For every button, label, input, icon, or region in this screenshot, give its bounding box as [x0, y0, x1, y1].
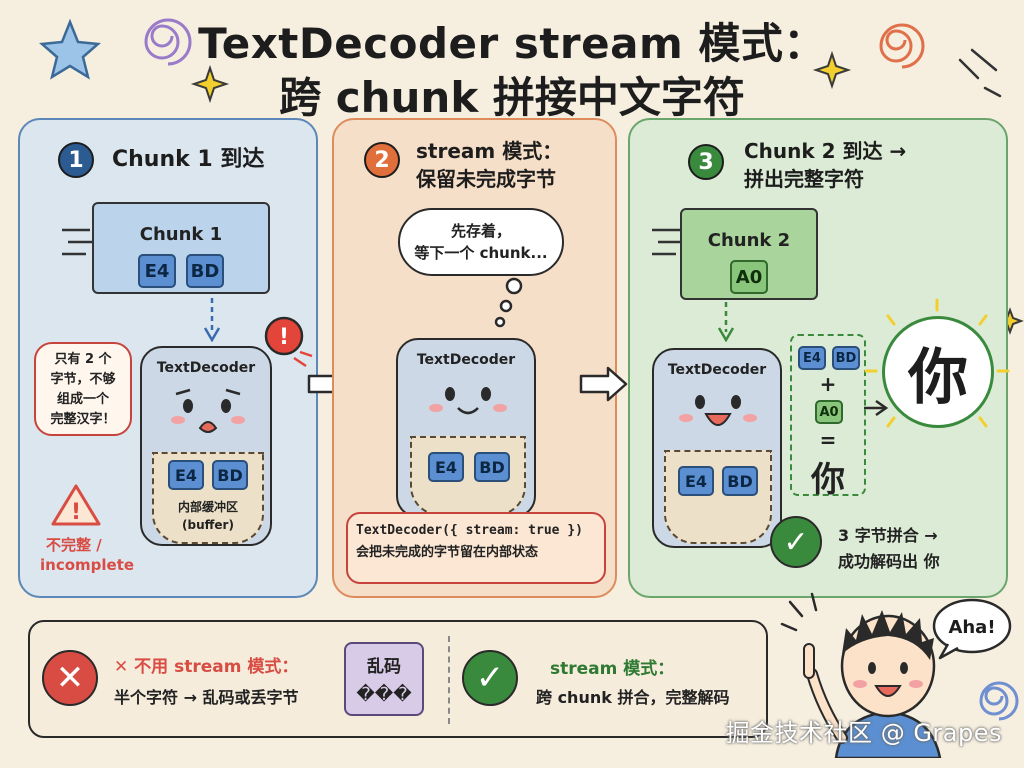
comparison-bar: ✕ ✕ 不用 stream 模式： 半个字符 → 乱码或丢字节 乱码 ��� ✓…: [28, 620, 768, 738]
step-3-badge: 3: [688, 144, 724, 180]
chunk-1-box: Chunk 1 E4 BD: [92, 202, 270, 294]
buffer-label: 内部缓冲区 (buffer): [154, 498, 262, 534]
alert-icon: !: [264, 316, 313, 368]
equals-sign: =: [819, 428, 837, 452]
motion-lines: [958, 48, 1002, 98]
byte-a0: A0: [815, 400, 843, 424]
motion-lines: [62, 228, 94, 256]
chunk-2-box: Chunk 2 A0: [680, 208, 818, 300]
panel-step-2: 2 stream 模式： 保留未完成字节 先存着， 等下一个 chunk... …: [332, 118, 617, 598]
check-icon: ✓: [462, 650, 518, 706]
note-text: 会把未完成的字节留在内部状态: [356, 545, 539, 560]
character-speech: Aha!: [948, 617, 995, 638]
happy-face: [429, 387, 507, 415]
check-icon: ✓: [770, 516, 822, 568]
bad-desc: 半个字符 → 乱码或丢字节: [114, 688, 299, 707]
good-desc: 跨 chunk 拼合，完整解码: [536, 688, 730, 707]
warning-cn: 不完整 /: [46, 536, 102, 554]
thought-line: 先存着，: [450, 222, 511, 240]
garbled-label: 乱码: [367, 657, 401, 677]
burst-lines: [864, 298, 1010, 428]
good-title: stream 模式：: [550, 659, 675, 679]
cartoon-character: Aha!: [780, 592, 1012, 758]
title-line-1: TextDecoder stream 模式：: [198, 19, 826, 68]
speech-bubble: 只有 2 个 字节，不够 组成一个 完整汉字！: [34, 342, 132, 436]
warning-icon: !: [51, 484, 101, 526]
result-char-big: 你: [882, 316, 994, 428]
note-code: TextDecoder({ stream: true }): [356, 523, 583, 538]
stream-note: TextDecoder({ stream: true }) 会把未完成的字节留在…: [346, 512, 606, 584]
bubble-line: 字节，不够: [50, 372, 116, 387]
panel-2-heading-2: 保留未完成字节: [416, 167, 556, 191]
thought-line: 等下一个 chunk...: [414, 244, 548, 262]
byte-bd: BD: [474, 452, 510, 482]
byte-bd: BD: [722, 466, 758, 496]
thought-cloud: 先存着， 等下一个 chunk...: [398, 208, 564, 276]
buffer-pocket: E4 BD: [410, 436, 526, 516]
garbled-box: 乱码 ���: [344, 642, 424, 716]
combine-box: E4 BD + A0 = 你: [790, 334, 866, 500]
thought-dots: [494, 277, 523, 328]
chunk-1-label: Chunk 1: [139, 224, 223, 245]
swirl-icon: [879, 23, 925, 69]
buffer-pocket: E4 BD: [664, 450, 772, 544]
panel-3-heading-1: Chunk 2 到达 →: [744, 139, 907, 163]
buffer-pocket: E4 BD 内部缓冲区 (buffer): [152, 452, 264, 544]
chunk-2-label: Chunk 2: [707, 230, 791, 251]
bubble-line: 组成一个: [56, 392, 109, 407]
byte-bd: BD: [832, 346, 860, 370]
warning-mark: !: [71, 500, 81, 525]
panel-2-heading-1: stream 模式：: [416, 139, 563, 163]
textdecoder-device: TextDecoder E4 BD: [396, 338, 536, 518]
arrow-down-icon: [717, 302, 735, 342]
device-name: TextDecoder: [156, 360, 256, 376]
byte-e4: E4: [798, 346, 826, 370]
success-text-1: 3 字节拼合 →: [838, 526, 938, 545]
byte-bd: BD: [186, 254, 224, 288]
title-line-2: 跨 chunk 拼接中文字符: [279, 73, 745, 122]
worried-face: [171, 388, 245, 433]
warning-en: incomplete: [40, 556, 135, 574]
buffer-label-en: (buffer): [182, 518, 234, 532]
bubble-line: 完整汉字！: [50, 412, 116, 427]
bubble-line: 只有 2 个: [54, 352, 112, 367]
panel-step-3: 3 Chunk 2 到达 → 拼出完整字符 Chunk 2 A0 TextDec…: [628, 118, 1010, 598]
byte-a0: A0: [730, 260, 768, 294]
success-text-2: 成功解码出 你: [838, 552, 940, 571]
arrow-right-icon: [579, 366, 628, 402]
excited-face: [679, 395, 757, 426]
panel-3-heading-2: 拼出完整字符: [744, 167, 864, 191]
bad-title: ✕ 不用 stream 模式：: [114, 657, 299, 677]
cross-icon: ✕: [42, 650, 98, 706]
divider: [448, 636, 450, 724]
motion-lines: [652, 228, 684, 256]
swirl-icon: [144, 18, 192, 66]
device-name: TextDecoder: [416, 352, 516, 368]
garbled-chars: ���: [356, 684, 412, 705]
panel-1-heading: Chunk 1 到达: [112, 147, 265, 172]
arrow-right-icon: [864, 399, 889, 417]
swirl-icon: [979, 681, 1019, 721]
step-1-badge: 1: [58, 142, 94, 178]
panel-step-1: 1 Chunk 1 到达 Chunk 1 E4 BD ! TextDecoder: [18, 118, 318, 598]
byte-e4: E4: [168, 460, 204, 490]
textdecoder-device: TextDecoder E4 BD 内部缓冲区 (buffer): [140, 346, 272, 546]
byte-e4: E4: [678, 466, 714, 496]
textdecoder-device: TextDecoder E4 BD: [652, 348, 782, 548]
byte-e4: E4: [138, 254, 176, 288]
buffer-label-cn: 内部缓冲区: [177, 500, 238, 514]
watermark: 掘金技术社区 @ Grapes: [725, 719, 1002, 747]
star-icon: [38, 18, 102, 80]
result-char-small: 你: [811, 460, 845, 500]
device-name: TextDecoder: [667, 362, 767, 378]
byte-e4: E4: [428, 452, 464, 482]
arrow-down-icon: [203, 298, 221, 342]
byte-bd: BD: [212, 460, 248, 490]
alert-mark: !: [279, 325, 289, 350]
plus-sign: +: [819, 372, 837, 396]
step-2-badge: 2: [364, 142, 400, 178]
